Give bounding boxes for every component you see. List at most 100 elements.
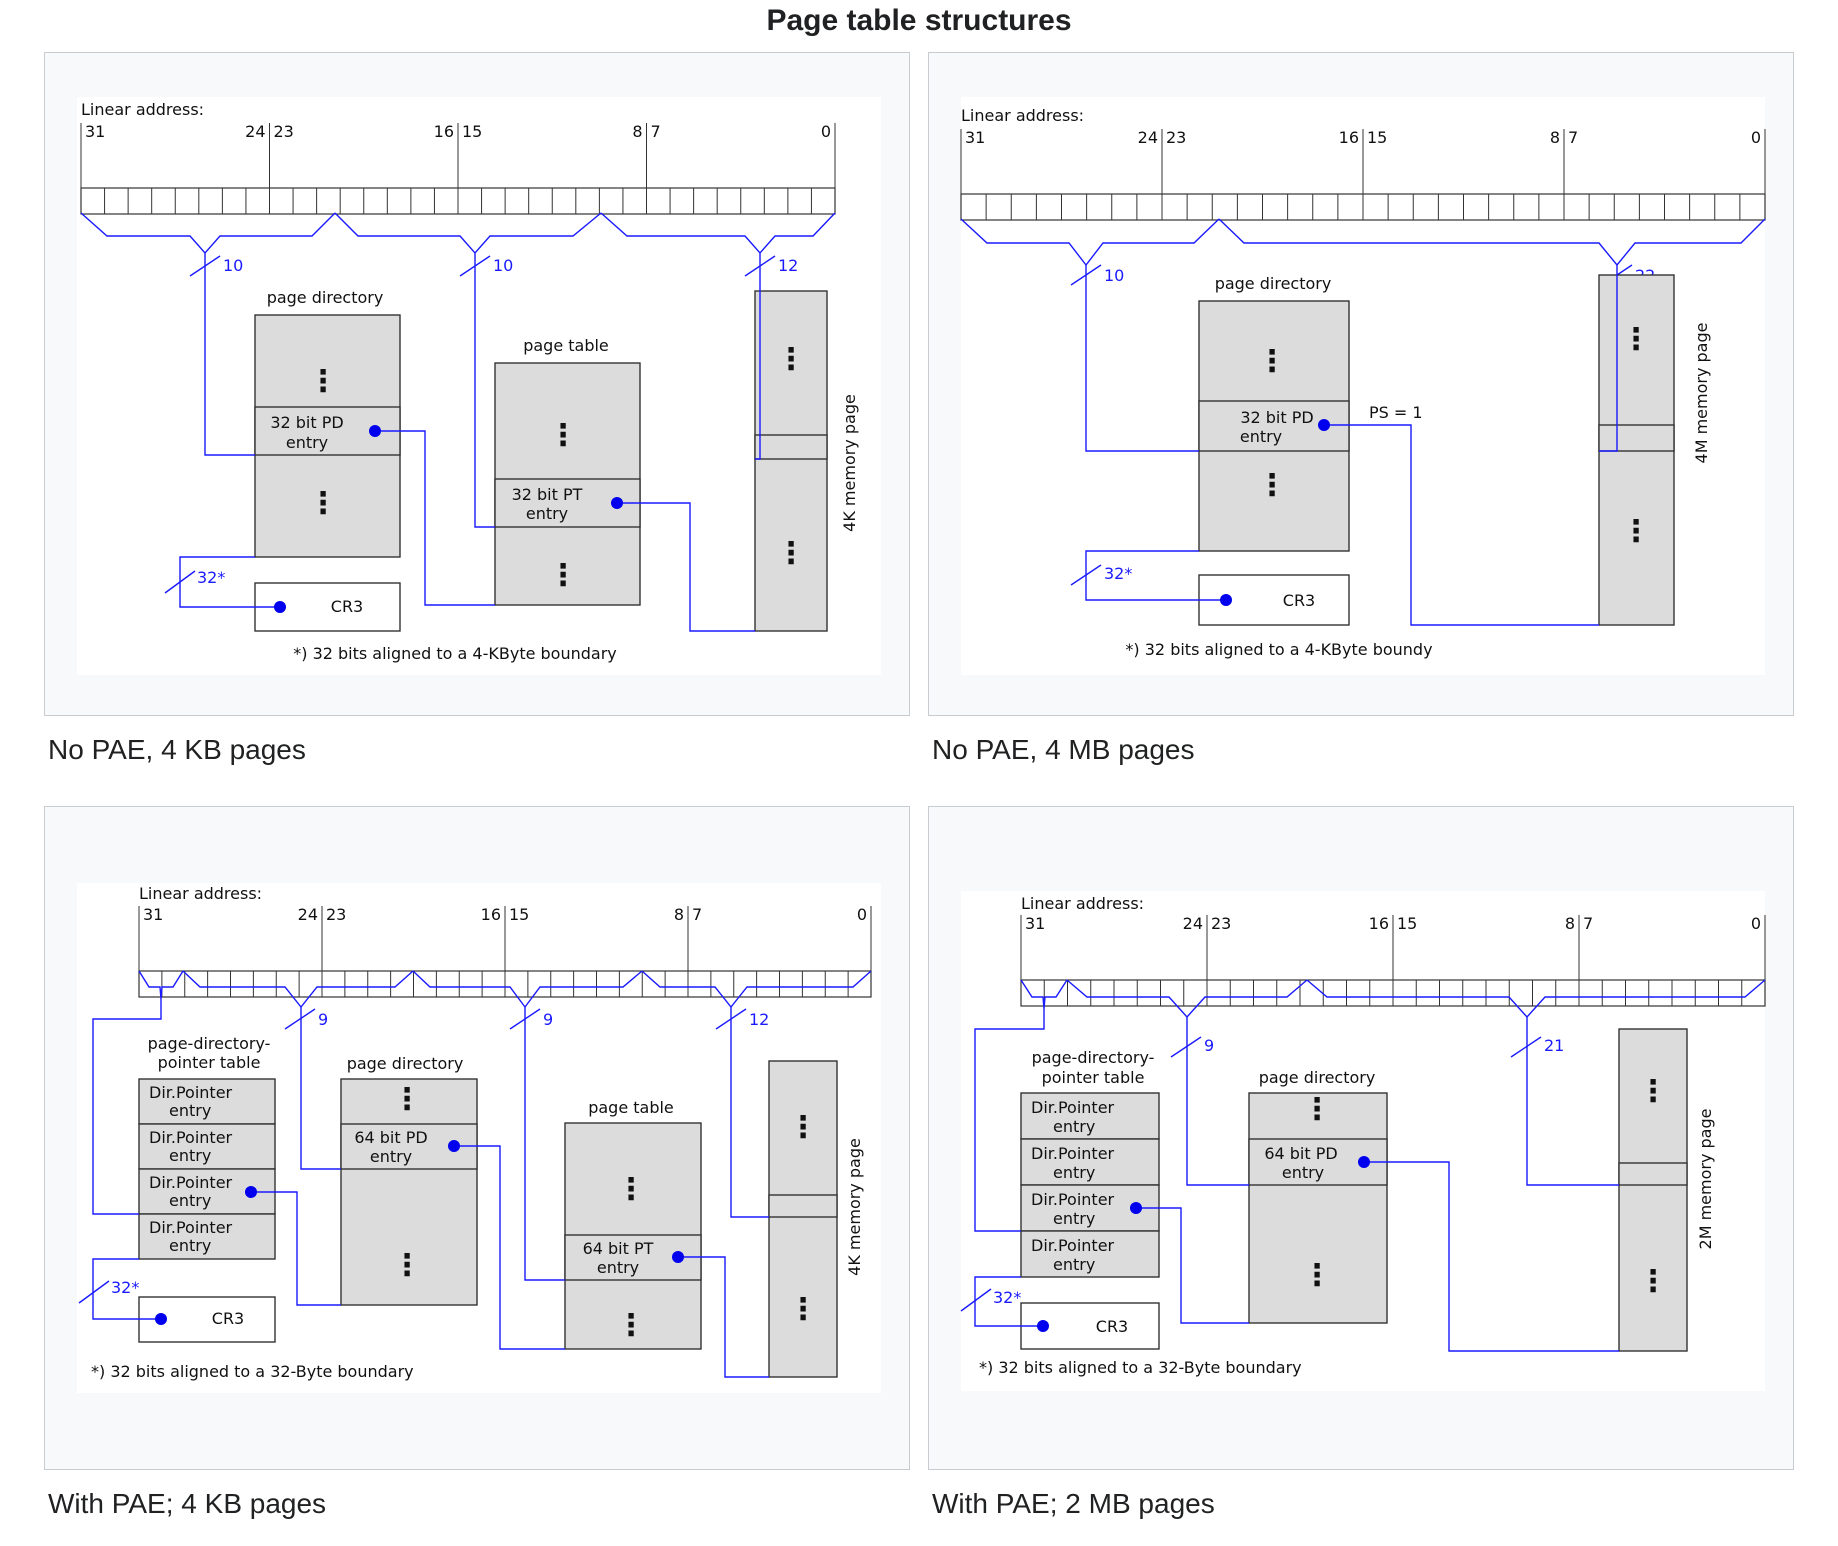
bit-number-label: 16: [481, 905, 501, 924]
ellipsis-icon: ⋮: [616, 1308, 646, 1343]
bit-number-label: 7: [1568, 128, 1578, 147]
bit-number-label: 31: [143, 905, 163, 924]
dir-pointer-label: Dir.Pointer: [1031, 1098, 1115, 1117]
width-label-9: 9: [543, 1010, 553, 1029]
width-label-9: 9: [318, 1010, 328, 1029]
bit-number-label: 16: [1369, 914, 1389, 933]
ellipsis-icon: ⋮: [308, 486, 338, 521]
ellipsis-icon: ⋮: [548, 558, 578, 593]
memory-page-byte: [768, 1194, 838, 1218]
wire-cr3-to-pdpt: [92, 1258, 155, 1320]
bit-number-label: 24: [1183, 914, 1203, 933]
wire-dir-index: [300, 1007, 341, 1170]
memory-page-byte: [1618, 1162, 1688, 1186]
bit-number-label: 23: [326, 905, 346, 924]
page-directory-box: [1248, 1092, 1388, 1324]
pd-entry-label: 32 bit PD: [1240, 408, 1313, 427]
wire-table-index: [474, 253, 495, 528]
ellipsis-icon: ⋮: [392, 1248, 422, 1283]
dir-pointer-entry-box: [138, 1123, 276, 1170]
pdpt-title: page-directory-: [148, 1034, 271, 1053]
pointer-dot: [1220, 594, 1232, 606]
wire-pd-to-page: [1330, 424, 1599, 626]
wire-offset: [755, 253, 761, 460]
wire-offset: [730, 1007, 769, 1218]
wire-pd-to-table: [381, 430, 495, 606]
dir-pointer-label: Dir.Pointer: [1031, 1190, 1115, 1209]
dir-pointer-label: Dir.Pointer: [1031, 1236, 1115, 1255]
alignment-note: *) 32 bits aligned to a 32-Byte boundary: [979, 1358, 1302, 1377]
width-label-12: 12: [749, 1010, 769, 1029]
ellipsis-icon: ⋮: [1257, 344, 1287, 379]
bit-number-label: 15: [509, 905, 529, 924]
bit-number-label: 31: [1025, 914, 1045, 933]
width-label-10: 10: [493, 256, 513, 275]
page-table-title: page table: [588, 1098, 674, 1117]
pointer-dot: [1358, 1156, 1370, 1168]
wire-table-index: [524, 1007, 565, 1281]
page-directory-title: page directory: [347, 1054, 464, 1073]
bit-number-label: 24: [245, 122, 265, 141]
ellipsis-icon: ⋮: [1257, 468, 1287, 503]
bit-number-label: 7: [651, 122, 661, 141]
cr3-label: CR3: [331, 597, 363, 616]
wire-pd-to-page: [1370, 1161, 1619, 1352]
alignment-note: *) 32 bits aligned to a 4-KByte boundy: [1125, 640, 1432, 659]
bit-number-label: 16: [1339, 128, 1359, 147]
memory-page-box: [768, 1060, 838, 1378]
bit-number-label: 8: [1550, 128, 1560, 147]
pointer-dot: [1130, 1202, 1142, 1214]
memory-page-byte: [754, 434, 828, 460]
page-directory-box: [340, 1078, 478, 1306]
bit-number-label: 0: [1751, 914, 1761, 933]
width-label-10: 10: [223, 256, 243, 275]
linear-address-label: Linear address:: [139, 884, 262, 903]
dir-pointer-label: Dir.Pointer: [1031, 1144, 1115, 1163]
dir-pointer-label: entry: [169, 1236, 211, 1255]
bit-number-label: 15: [1367, 128, 1387, 147]
dir-pointer-entry-box: [1020, 1092, 1160, 1140]
bit-number-label: 23: [1166, 128, 1186, 147]
bit-number-label: 8: [632, 122, 642, 141]
wire-pt-to-page: [684, 1256, 769, 1378]
dir-pointer-label: entry: [1053, 1117, 1095, 1136]
caption-pae-2mb: With PAE; 2 MB pages: [932, 1488, 1215, 1519]
ellipsis-icon: ⋮: [776, 342, 806, 377]
pd-entry-label: 64 bit PD: [354, 1128, 427, 1147]
width-tick: [1170, 1036, 1202, 1058]
alignment-note: *) 32 bits aligned to a 4-KByte boundary: [293, 644, 617, 663]
ellipsis-icon: ⋮: [616, 1172, 646, 1207]
width-label-32: 32*: [197, 568, 225, 587]
page-directory-title: page directory: [267, 288, 384, 307]
pd-entry-label: 32 bit PD: [270, 413, 343, 432]
bit-number-label: 23: [274, 122, 294, 141]
wire-offset: [1526, 1017, 1619, 1186]
memory-page-box: [1618, 1028, 1688, 1352]
dir-pointer-label: entry: [1053, 1209, 1095, 1228]
pd-entry-label: entry: [1282, 1163, 1324, 1182]
caption-no-pae-4mb: No PAE, 4 MB pages: [932, 734, 1195, 765]
ellipsis-icon: ⋮: [776, 536, 806, 571]
memory-page-label: 4M memory page: [1692, 323, 1711, 464]
width-label-32: 32*: [111, 1278, 139, 1297]
dir-pointer-label: Dir.Pointer: [149, 1218, 233, 1237]
pt-entry-label: entry: [526, 504, 568, 523]
wire-pd-to-table: [460, 1145, 565, 1350]
pointer-dot: [155, 1313, 167, 1325]
linear-address-label: Linear address:: [81, 100, 204, 119]
page-directory-title: page directory: [1215, 274, 1332, 293]
ellipsis-icon: ⋮: [1621, 322, 1651, 357]
dir-pointer-label: Dir.Pointer: [149, 1128, 233, 1147]
ellipsis-icon: ⋮: [1621, 514, 1651, 549]
bit-number-label: 31: [85, 122, 105, 141]
wire-pdpt-to-pd: [1142, 1207, 1249, 1324]
bit-number-label: 23: [1211, 914, 1231, 933]
dir-pointer-entry-box: [1020, 1230, 1160, 1278]
gallery-title: Page table structures: [766, 4, 1072, 37]
ellipsis-icon: ⋮: [1302, 1258, 1332, 1293]
